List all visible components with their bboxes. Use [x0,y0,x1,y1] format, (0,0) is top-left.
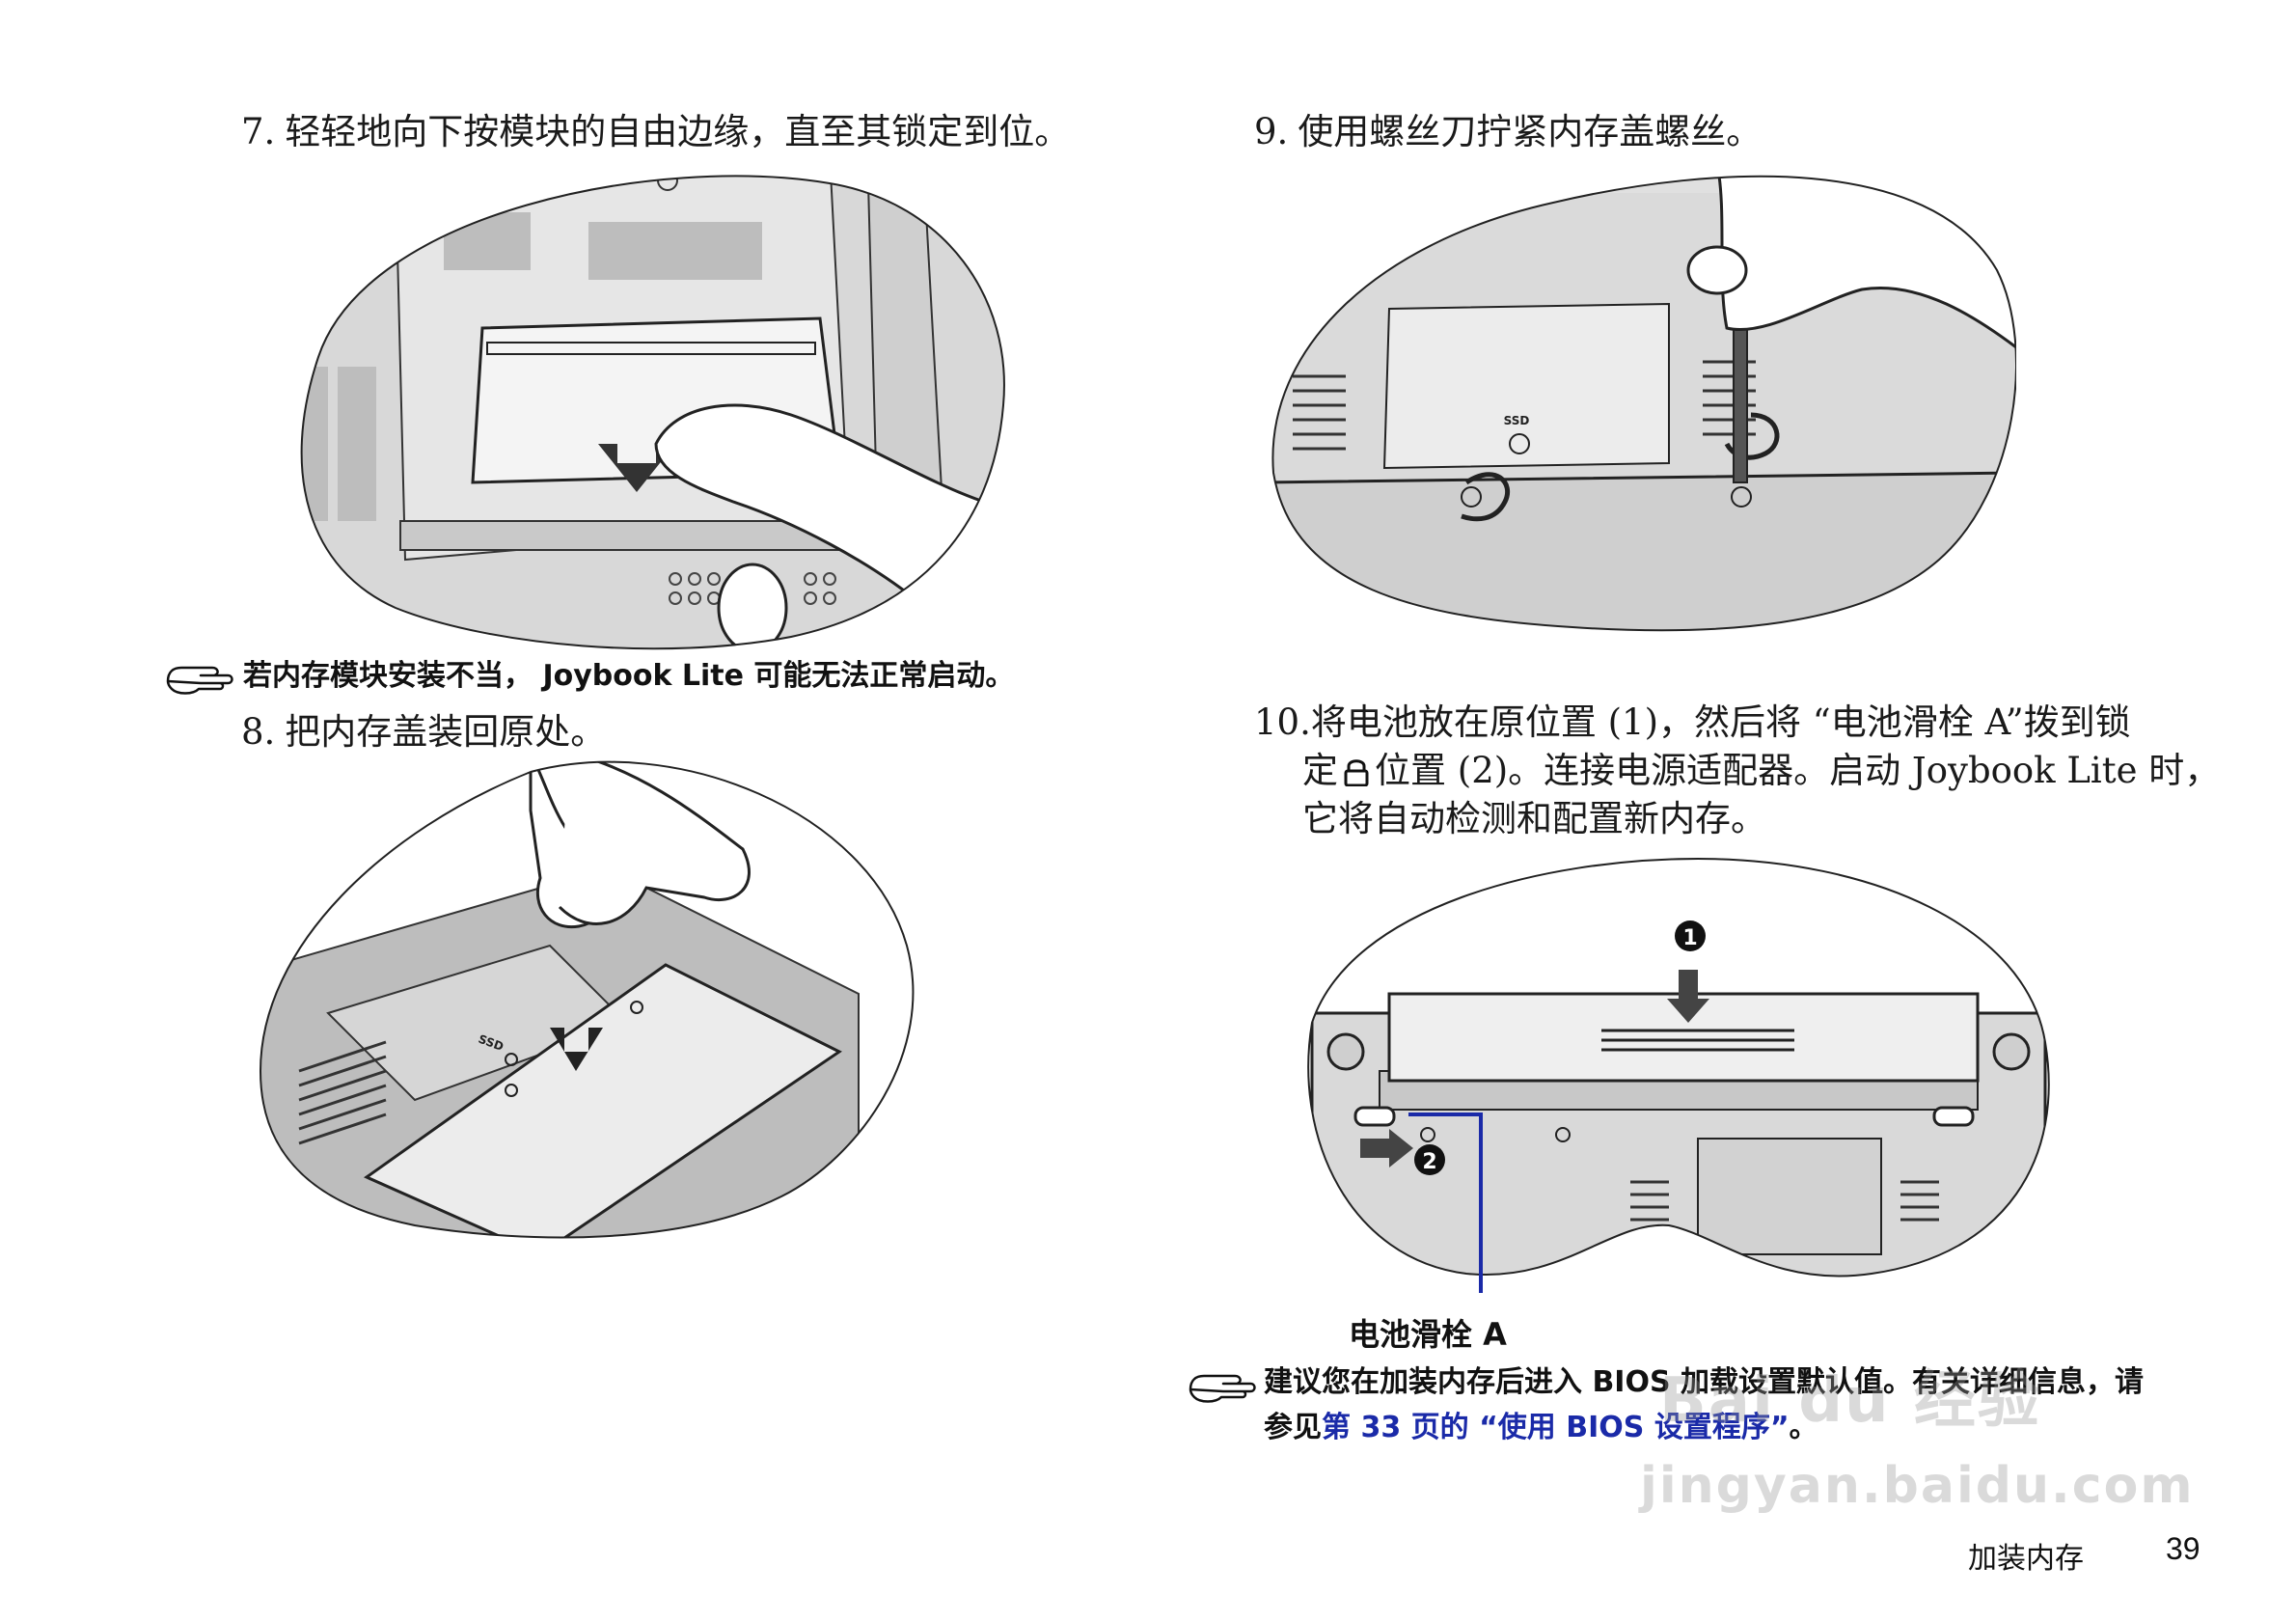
latch-label: 电池滑栓 A [1349,1310,1507,1355]
step-10-line2: 定位置 (2)。连接电源适配器。启动 Joybook Lite 时， [1302,745,2220,797]
footer-section-title: 加装内存 [1968,1534,2084,1577]
illustration-battery-latch: 1 2 [1307,857,2050,1293]
step-10: 10.将电池放在原位置 (1)，然后将 “电池滑栓 A”拨到锁 [1254,697,2131,749]
note-bios-defaults: 建议您在加装内存后进入 BIOS 加载设置默认值。有关详细信息，请 参见第 33… [1264,1360,2228,1450]
callout-2-badge [1414,1144,1445,1175]
lock-icon [1344,759,1369,786]
illustration-press-module [300,175,1005,650]
step-text-line2b: 位置 (2)。连接电源适配器。启动 Joybook Lite 时， [1375,750,2221,791]
step-number: 10. [1254,701,1311,743]
watermark-line1: Bai du 经验 [1659,1365,2041,1437]
ssd-label: SSD [1504,414,1530,427]
step-text-line3: 它将自动检测和配置新内存。 [1302,798,1766,839]
callout-1-badge [1675,920,1706,951]
page-number: 39 [2166,1531,2200,1567]
step-number: 8. [241,711,276,753]
step-8: 8.把内存盖装回原处。 [241,706,606,758]
footer-section-text: 加装内存 [1968,1542,2084,1576]
step-text: 把内存盖装回原处。 [285,711,607,753]
callout-1-number: 1 [1682,926,1697,950]
latch-callout-line [1408,1113,1483,1293]
bios-setup-link[interactable]: 第 33 页的 “使用 BIOS 设置程序” [1322,1410,1790,1444]
note-improper-install: 若内存模块安装不当， Joybook Lite 可能无法正常启动。 [243,654,1014,700]
latch-label-text: 电池滑栓 A [1349,1316,1507,1353]
step-10-line3: 它将自动检测和配置新内存。 [1302,793,1766,845]
note-suffix: 。 [1789,1410,1818,1444]
step-text-line1: 将电池放在原位置 (1)，然后将 “电池滑栓 A”拨到锁 [1310,701,2131,743]
step-9: 9.使用螺丝刀拧紧内存盖螺丝。 [1254,106,1762,158]
page-number-text: 39 [2166,1531,2200,1566]
illustration-replace-cover: SSD [259,760,915,1239]
callout-2-number: 2 [1422,1150,1436,1174]
step-text: 轻轻地向下按模块的自由边缘，直至其锁定到位。 [285,111,1071,152]
illustration-tighten-screw: SSD [1271,175,2016,632]
watermark-url: jingyan.baidu.com [1640,1457,2195,1515]
step-number: 7. [241,111,276,152]
note-prefix: 参见 [1264,1410,1322,1444]
note-text-line2: 参见第 33 页的 “使用 BIOS 设置程序”。 [1264,1406,2228,1451]
watermark-logo: Bai du 经验 [1659,1351,2041,1440]
note-text-line1: 建议您在加装内存后进入 BIOS 加载设置默认值。有关详细信息，请 [1264,1365,2145,1399]
step-number: 9. [1254,111,1289,152]
step-text: 使用螺丝刀拧紧内存盖螺丝。 [1298,111,1763,152]
note-text: 若内存模块安装不当， Joybook Lite 可能无法正常启动。 [243,659,1015,693]
note-hand-icon [166,666,233,695]
step-text-line2a: 定 [1302,750,1338,791]
note-hand-icon [1189,1374,1256,1403]
step-7: 7.轻轻地向下按模块的自由边缘，直至其锁定到位。 [241,106,1070,158]
watermark-line2: jingyan.baidu.com [1640,1457,2195,1515]
